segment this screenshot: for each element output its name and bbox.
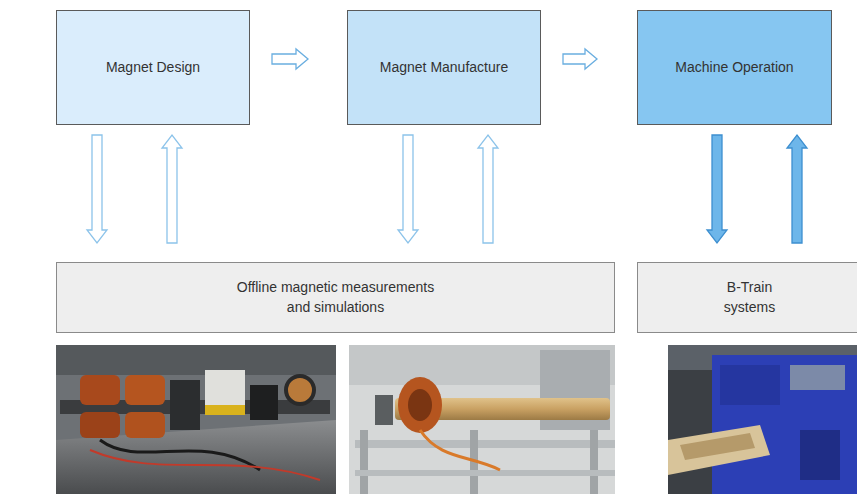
block-arrow	[162, 135, 182, 243]
process-box: Magnet Manufacture	[347, 10, 541, 125]
process-box: Magnet Design	[56, 10, 250, 125]
b-train-hardware-photo	[668, 345, 857, 494]
magnet-test-photo	[56, 345, 336, 494]
coil-measurement-photo	[349, 345, 615, 494]
block-arrow	[478, 135, 498, 243]
box-label: Offline magnetic measurements and simula…	[233, 278, 438, 317]
block-arrow	[87, 135, 107, 243]
block-arrow	[398, 135, 418, 243]
block-arrow	[563, 49, 597, 69]
box-label: Machine Operation	[675, 58, 793, 78]
box-label: Magnet Design	[106, 58, 200, 78]
box-label: Magnet Manufacture	[380, 58, 508, 78]
system-band: Offline magnetic measurements and simula…	[56, 262, 615, 333]
block-arrow	[707, 135, 727, 243]
process-box: Machine Operation	[637, 10, 832, 125]
box-label: B-Train systems	[710, 278, 790, 317]
block-arrow	[272, 49, 308, 69]
system-band: B-Train systems	[637, 262, 857, 333]
block-arrow	[787, 135, 807, 243]
